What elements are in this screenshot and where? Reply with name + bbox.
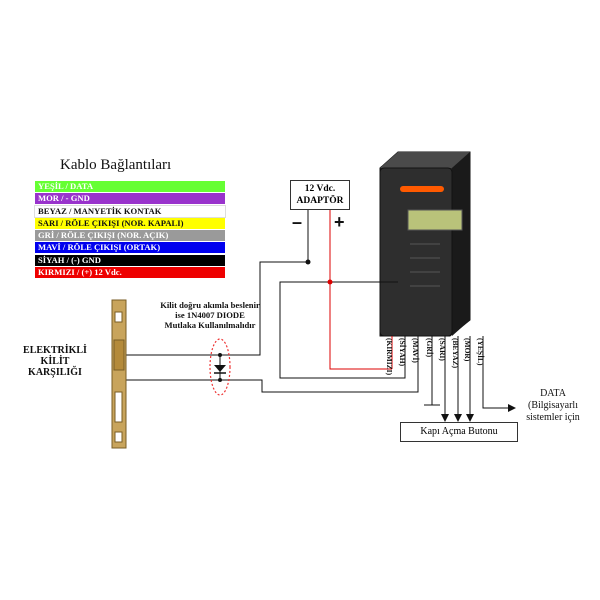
lock-label: ELEKTRİKLİ KİLİT KARŞILIĞI (23, 345, 87, 378)
legend-row: BEYAZ / MANYETİK KONTAK (34, 204, 226, 218)
wire-label: (BEYAZ) (451, 338, 460, 369)
legend-row: KIRMIZI / (+) 12 Vdc. (35, 267, 225, 279)
adapter-label: 12 Vdc. ADAPTÖR (296, 184, 344, 206)
wire-label: (YEŞİL) (476, 338, 485, 366)
legend-title: Kablo Bağlantıları (60, 157, 172, 173)
wire-label: (MOR) (463, 338, 472, 362)
legend-row: MOR / - GND (35, 193, 225, 205)
wire-label: (SİYAH) (398, 338, 407, 367)
legend-row: SİYAH / (-) GND (35, 254, 225, 266)
wire-label: (KIRMIZI) (385, 338, 394, 376)
card-reader (379, 151, 471, 337)
wire-label: (GRİ) (425, 338, 434, 358)
junction-node-plus (327, 279, 333, 285)
reader-led (400, 186, 444, 192)
data-label: DATA (Bilgisayarlı sistemler için (526, 388, 580, 423)
wire-label: (SARI) (438, 338, 447, 361)
minus-sign: – (292, 212, 303, 232)
legend-row: MAVİ / RÖLE ÇIKIŞI (ORTAK) (35, 242, 225, 254)
wire-label: (MAVİ) (411, 338, 420, 363)
legend-row: SARI / RÖLE ÇIKIŞI (NOR. KAPALI) (35, 217, 225, 229)
diode-symbol (209, 338, 231, 396)
legend-row: GRİ / RÖLE ÇIKIŞI (NOR. AÇIK) (35, 230, 225, 242)
diode-note: Kilit doğru akımla beslenir ise 1N4007 D… (160, 300, 260, 330)
adapter-box: 12 Vdc. ADAPTÖR (290, 180, 350, 210)
button-label: Kapı Açma Butonu (420, 426, 498, 437)
door-open-button[interactable]: Kapı Açma Butonu (400, 422, 518, 442)
junction-node-minus (305, 259, 311, 265)
plus-sign: + (334, 212, 345, 232)
legend-row: YEŞİL / DATA (35, 181, 225, 192)
electric-strike (111, 299, 127, 449)
reader-display (407, 209, 463, 231)
